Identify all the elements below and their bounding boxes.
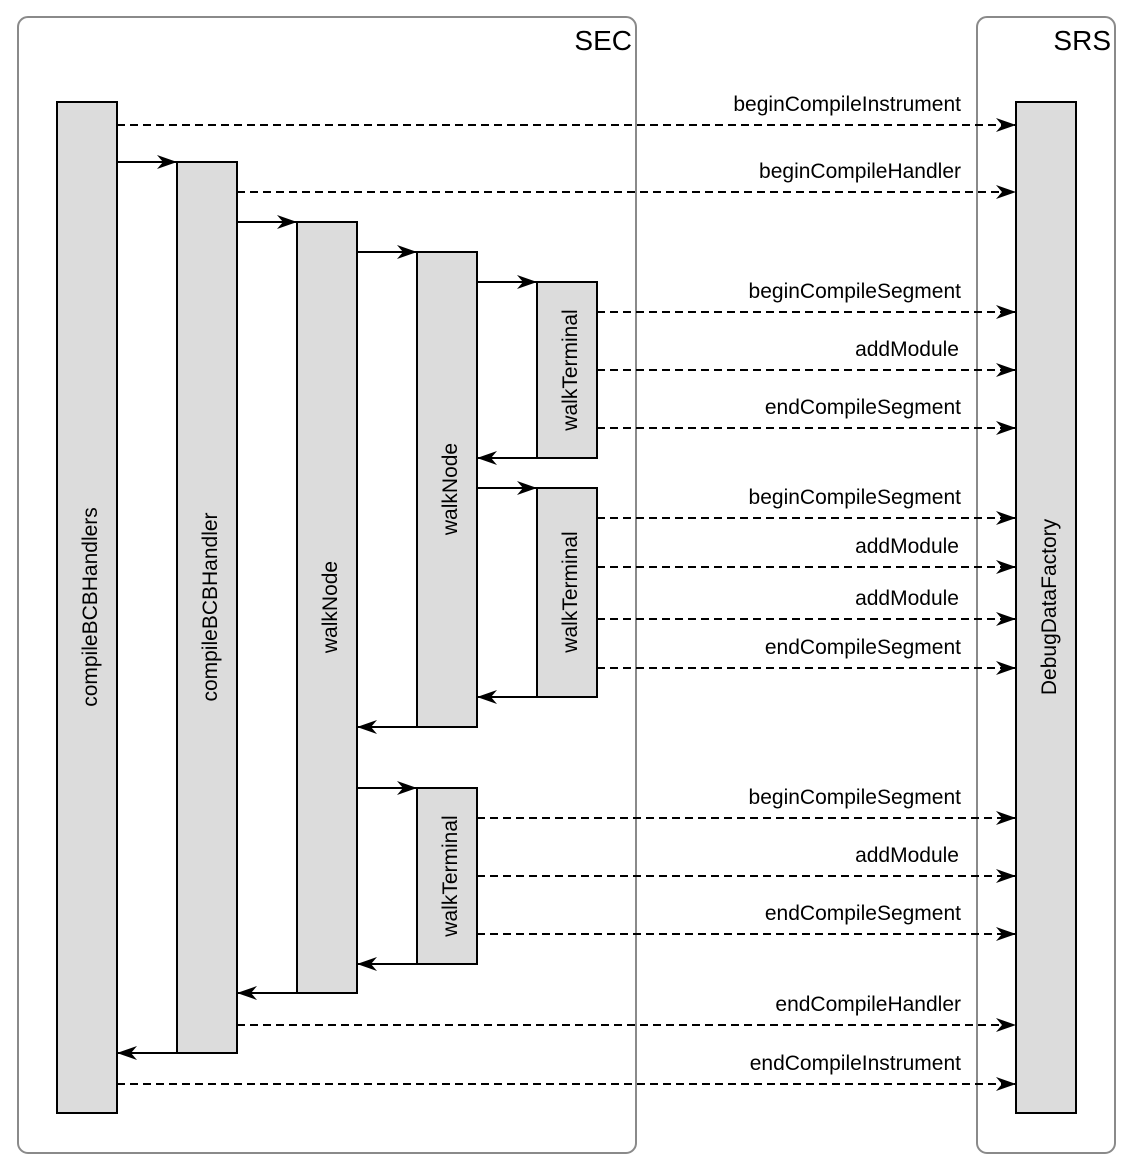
activation-label-walk-terminal-3: walkTerminal: [439, 815, 462, 937]
message-label: endCompileSegment: [765, 902, 961, 925]
activation-label-debug-data-factory: DebugDataFactory: [1038, 518, 1061, 695]
message-label: endCompileSegment: [765, 396, 961, 419]
lane-srs: [976, 16, 1116, 1154]
activation-label-walk-node-outer: walkNode: [319, 561, 342, 654]
activation-walk-terminal-1: [536, 281, 598, 459]
message-label: addModule: [855, 844, 959, 867]
activation-debug-data-factory: [1015, 101, 1077, 1114]
message-label: beginCompileSegment: [749, 280, 962, 303]
lane-sec-title: SEC: [574, 25, 632, 56]
activation-walk-terminal-3: [416, 787, 478, 965]
activation-label-compile-bcb-handler: compileBCBHandler: [199, 512, 222, 701]
message-label: addModule: [855, 338, 959, 361]
message-label: endCompileHandler: [775, 993, 961, 1016]
activation-label-walk-terminal-2: walkTerminal: [559, 531, 582, 653]
message-label: beginCompileSegment: [749, 786, 962, 809]
activation-compile-bcb-handlers: [56, 101, 118, 1114]
activation-label-compile-bcb-handlers: compileBCBHandlers: [79, 507, 102, 707]
message-label: addModule: [855, 587, 959, 610]
activation-walk-node-outer: [296, 221, 358, 994]
lane-sec: [17, 16, 637, 1154]
activation-walk-node-inner: [416, 251, 478, 728]
message-label: endCompileSegment: [765, 636, 961, 659]
lane-srs-title: SRS: [1053, 25, 1111, 56]
activation-walk-terminal-2: [536, 487, 598, 698]
message-label: addModule: [855, 535, 959, 558]
activation-label-walk-terminal-1: walkTerminal: [559, 309, 582, 431]
message-label: beginCompileSegment: [749, 486, 962, 509]
activation-label-walk-node-inner: walkNode: [439, 443, 462, 536]
message-label: beginCompileInstrument: [733, 93, 961, 116]
message-label: beginCompileHandler: [759, 160, 961, 183]
message-label: endCompileInstrument: [750, 1052, 961, 1075]
